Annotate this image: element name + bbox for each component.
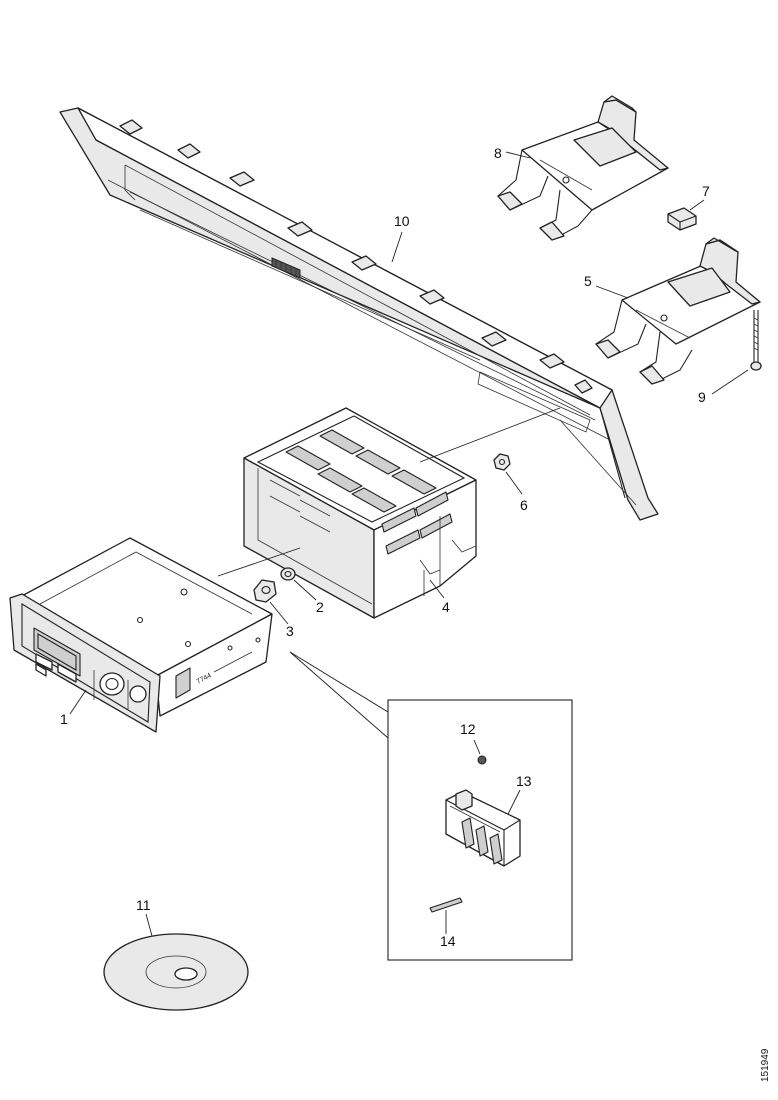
screw-part-9 xyxy=(750,310,762,371)
detail-inset-box xyxy=(387,699,573,961)
clip-part-7 xyxy=(667,207,697,231)
figure-id: 151949 xyxy=(760,1048,771,1082)
callout-4: 4 xyxy=(442,599,450,615)
callout-13: 13 xyxy=(516,773,532,789)
detail-pointer-line-b xyxy=(289,651,389,713)
knob-part-3 xyxy=(253,579,277,603)
alignment-leader-radio-sleeve xyxy=(217,547,301,577)
callout-11: 11 xyxy=(136,897,151,913)
mounting-bracket-part-5 xyxy=(595,237,761,385)
leader-12 xyxy=(473,739,481,755)
callout-14: 14 xyxy=(440,933,456,949)
trim-bezel-part-10 xyxy=(59,107,659,521)
leader-13 xyxy=(507,789,521,815)
callout-2: 2 xyxy=(316,599,324,615)
leader-2 xyxy=(293,579,317,601)
leader-5 xyxy=(595,285,629,299)
callout-5: 5 xyxy=(584,273,592,289)
contact-block-part-13 xyxy=(445,789,521,867)
leader-11 xyxy=(145,913,153,937)
callout-9: 9 xyxy=(698,389,706,405)
alignment-leader-sleeve-bezel xyxy=(419,407,561,463)
callout-10: 10 xyxy=(394,213,410,229)
leader-10 xyxy=(391,231,403,263)
mounting-bracket-part-8 xyxy=(497,95,669,241)
callout-3: 3 xyxy=(286,623,294,639)
callout-1: 1 xyxy=(60,711,68,727)
nut-part-6 xyxy=(493,453,511,471)
bushing-part-2 xyxy=(280,567,296,581)
radio-unit-part-1: 7744 xyxy=(9,537,273,733)
leader-8 xyxy=(505,151,531,159)
pin-part-14 xyxy=(429,897,463,913)
leader-1 xyxy=(69,689,87,715)
leader-7 xyxy=(689,199,705,211)
leader-3 xyxy=(269,601,289,625)
ball-part-12 xyxy=(477,755,487,765)
callout-7: 7 xyxy=(702,183,710,199)
mounting-sleeve-part-4 xyxy=(243,407,477,619)
callout-12: 12 xyxy=(460,721,476,737)
leader-9 xyxy=(711,369,749,395)
callout-8: 8 xyxy=(494,145,502,161)
leader-4 xyxy=(429,579,445,599)
disc-part-11 xyxy=(103,933,249,1011)
leader-6 xyxy=(505,471,523,495)
detail-pointer-line-a xyxy=(289,651,389,739)
callout-6: 6 xyxy=(520,497,528,513)
